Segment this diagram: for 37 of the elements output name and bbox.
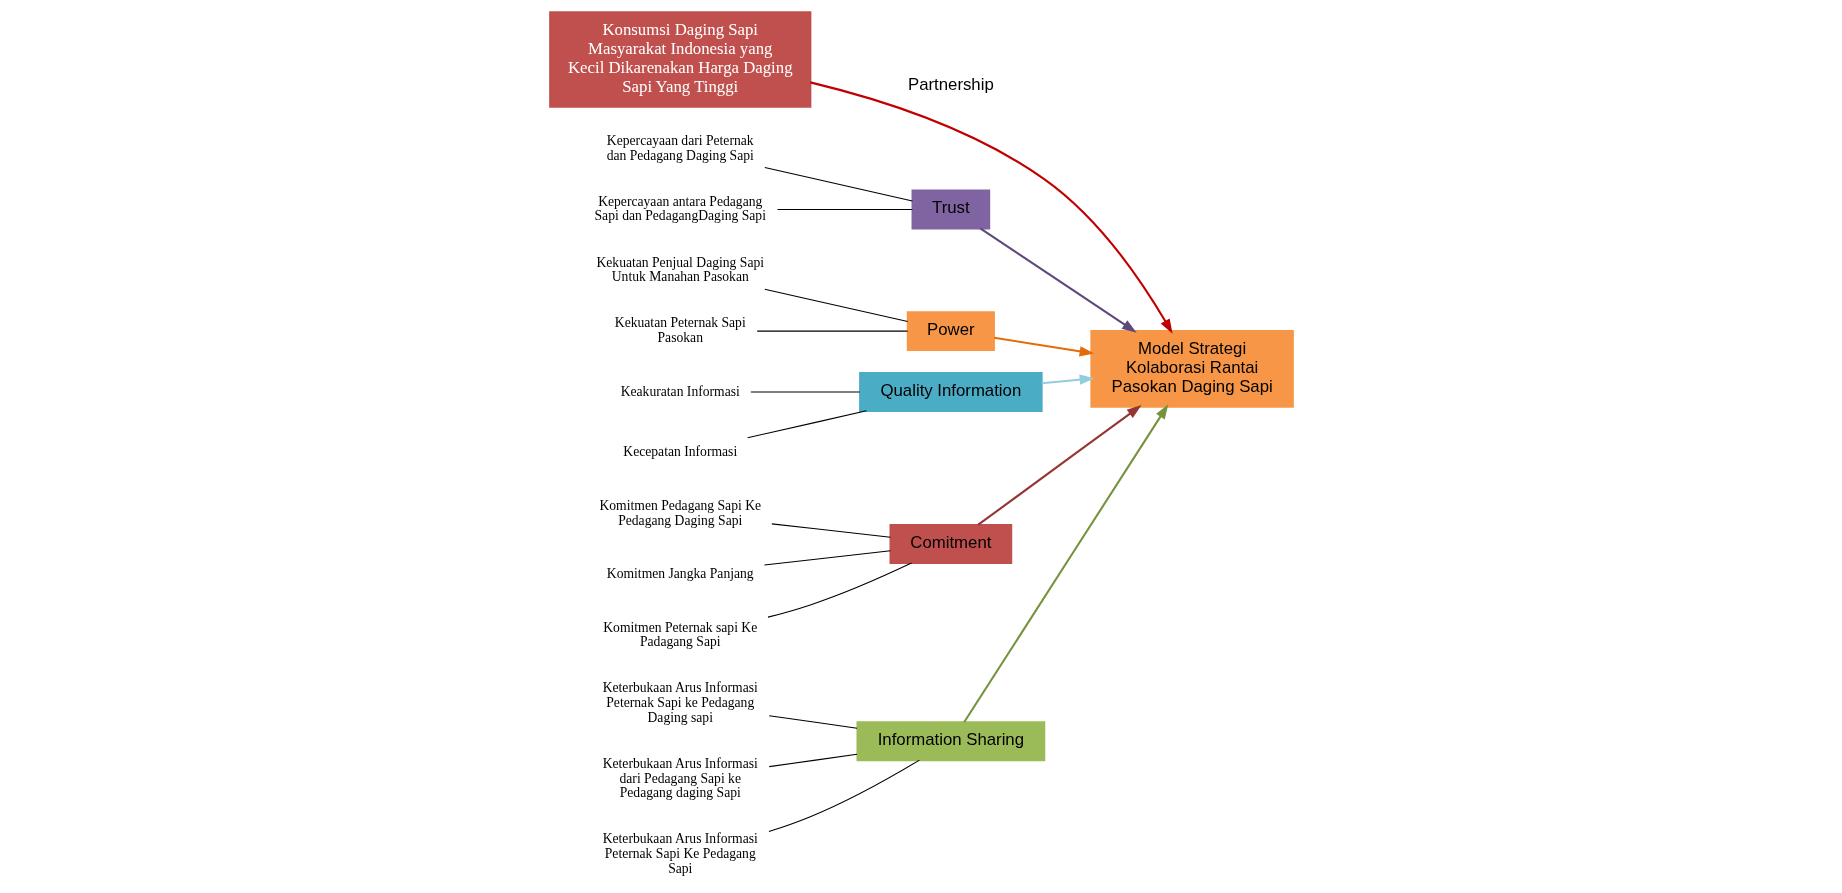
arrow <box>993 336 1094 357</box>
node-box: Konsumsi Daging Sapi Masyarakat Indonesia yang Kecil Dikarenakan Harga Daging Sapi Yang Tinggi <box>548 11 811 108</box>
node-text: Keterbukaan Arus Informasi Peternak Sapi Ke Pedagang Sapi <box>602 831 758 876</box>
edge-label: Partnership <box>907 74 994 94</box>
node-text: Komitmen Peternak sapi Ke Padagang Sapi <box>602 619 757 650</box>
node-text: Komitmen Pedagang Sapi Ke Pedagang Daging Sapi <box>598 497 761 528</box>
node-text: Kekuatan Penjual Daging Sapi Untuk Manahan Pasokan <box>595 254 764 285</box>
node-box: Model Strategi Kolaborasi Rantai Pasokan Daging Sapi <box>1089 330 1294 408</box>
connector <box>756 330 908 332</box>
arrow <box>809 81 1173 334</box>
node-box: Trust <box>911 189 990 230</box>
node-text: Kepercayaan antara Pedagang Sapi dan PedagangDaging Sapi <box>594 193 766 224</box>
node-text: Komitmen Jangka Panjang <box>606 566 754 582</box>
node-box: Quality Information <box>858 372 1043 412</box>
arrow <box>962 404 1168 723</box>
arrow <box>979 227 1137 333</box>
node-box: Information Sharing <box>855 721 1045 762</box>
connector <box>770 523 891 538</box>
connector <box>768 715 858 729</box>
node-text: Keterbukaan Arus Informasi dari Pedagang Sapi ke Pedagang daging Sapi <box>602 755 758 801</box>
node-text: Keakuratan Informasi <box>620 383 740 399</box>
node-text: Keterbukaan Arus Informasi Peternak Sapi ke Pedagang Daging sapi <box>602 680 758 725</box>
connector <box>763 288 908 323</box>
connector <box>746 410 867 439</box>
connector <box>766 562 912 618</box>
connector <box>763 167 913 202</box>
connector <box>763 550 891 566</box>
connector <box>768 753 858 768</box>
arrow <box>976 405 1142 526</box>
node-text: Kepercayaan dari Peternak dan Pedagang Daging Sapi <box>606 132 754 163</box>
connector <box>776 208 913 210</box>
node-text: Kekuatan Peternak Sapi Pasokan <box>614 315 746 346</box>
connector <box>767 759 920 833</box>
node-text: Kecepatan Informasi <box>622 444 737 460</box>
node-box: Comitment <box>889 524 1012 564</box>
arrow <box>1041 374 1094 385</box>
node-box: Power <box>906 311 995 352</box>
